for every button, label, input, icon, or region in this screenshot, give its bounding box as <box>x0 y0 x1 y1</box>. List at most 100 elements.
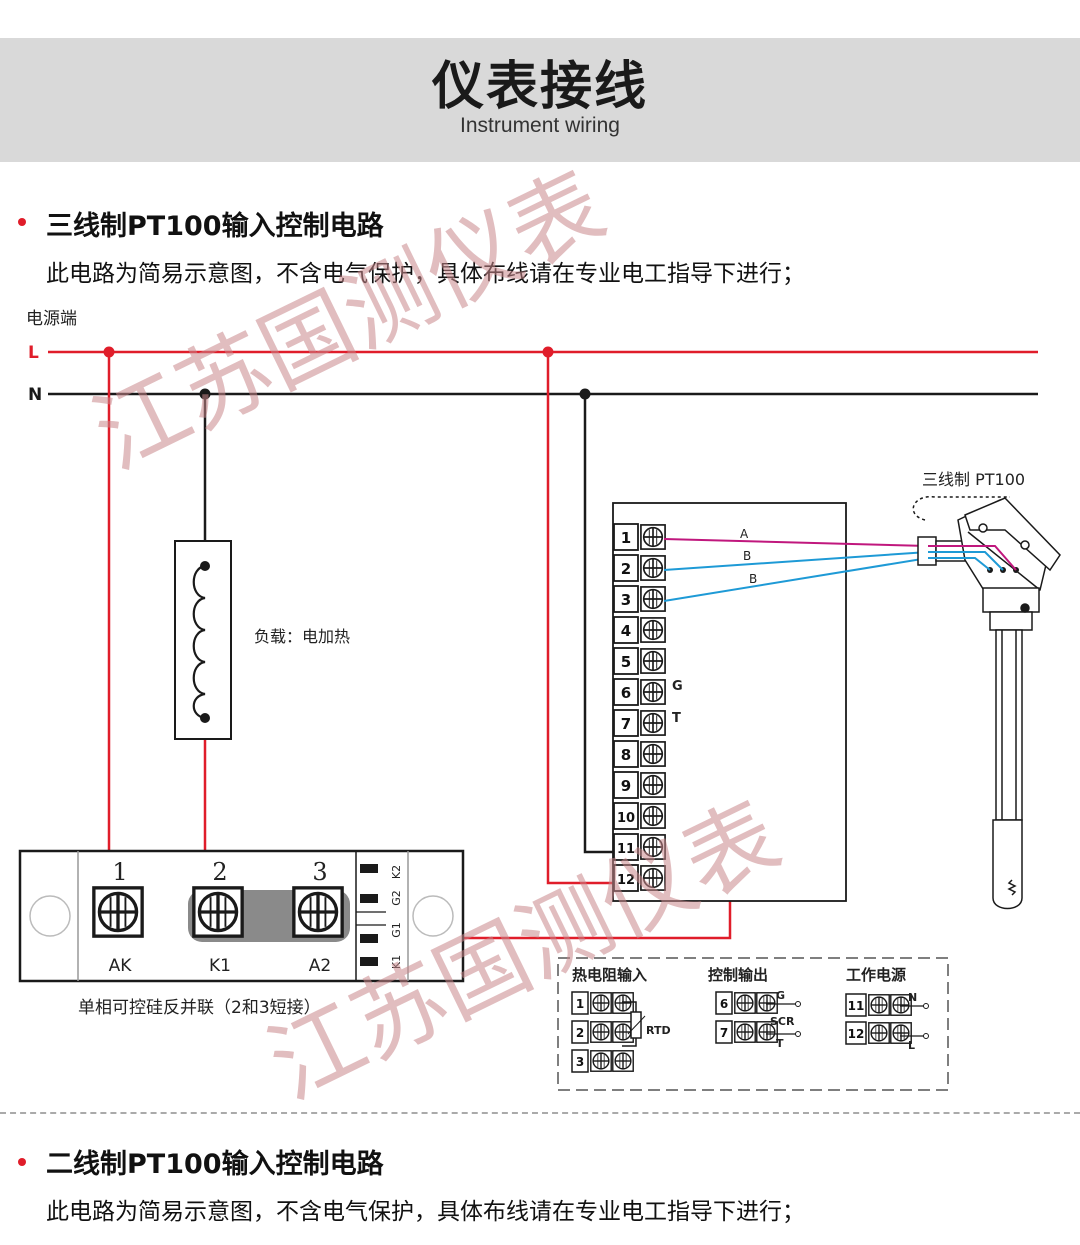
watermark-upper: 江苏国测仪表 <box>78 152 621 490</box>
controller-terminal-screw-5 <box>640 648 666 674</box>
legend-rtd-wire <box>622 1038 637 1047</box>
scr-number-2: 2 <box>212 858 227 886</box>
sensor-internal-wire-b1 <box>928 551 1004 571</box>
section2-desc: 此电路为简易示意图，不含电气保护，具体布线请在专业电工指导下进行； <box>46 1199 805 1225</box>
sensor-wire-a <box>663 538 929 547</box>
power-label: 电源端 <box>26 309 77 329</box>
controller-terminal-number-box <box>613 678 639 706</box>
scr-side-k2: K2 <box>390 865 403 879</box>
legend-title-rtd: 热电阻输入 <box>572 966 647 984</box>
legend-terminal-number-box <box>845 993 867 1017</box>
legend-power-l: L <box>908 1039 915 1052</box>
bullet-icon <box>18 1158 26 1166</box>
controller-t-label: T <box>672 711 681 726</box>
controller-terminal-number-8: 8 <box>621 746 631 764</box>
scr-side-k1: K1 <box>390 955 403 969</box>
controller-terminal-screw-8 <box>640 741 666 767</box>
legend-title-power: 工作电源 <box>846 966 906 984</box>
legend-terminal-screw-3 <box>612 1050 634 1072</box>
legend-terminal-screw-12 <box>868 1022 890 1044</box>
legend-power-n: N <box>908 991 917 1004</box>
wire-label-b1: B <box>743 549 751 563</box>
controller-terminal-number-box <box>613 523 639 551</box>
legend-rtd-arrow <box>627 1015 646 1035</box>
legend-terminal-screw-6 <box>756 992 778 1014</box>
controller-terminal-number-10: 10 <box>617 811 635 826</box>
page-title: 仪表接线 <box>431 57 648 117</box>
junction-dot <box>200 561 210 571</box>
scr-label-k1: K1 <box>209 956 231 976</box>
scr-side-g1: G1 <box>390 922 403 938</box>
terminal-ring-icon <box>923 1003 929 1009</box>
section1-desc: 此电路为简易示意图，不含电气保护，具体布线请在专业电工指导下进行； <box>46 261 805 287</box>
scr-terminal-ak <box>92 886 144 938</box>
scr-label-ak: AK <box>109 956 133 976</box>
junction-dot <box>579 388 591 400</box>
legend-terminal-number-3: 3 <box>576 1055 584 1069</box>
scr-terminal-a2 <box>292 886 344 938</box>
controller-terminal-number-box <box>613 585 639 613</box>
legend-terminal-number-box <box>715 1020 733 1044</box>
legend-rtd-label: RTD <box>646 1024 671 1037</box>
controller-terminal-number-box <box>613 709 639 737</box>
controller-terminal-screw-9 <box>640 772 666 798</box>
controller-terminal-number-7: 7 <box>621 715 631 733</box>
scr-number-3: 3 <box>312 858 327 886</box>
controller-terminal-screw-4 <box>640 617 666 643</box>
sensor-title: 三线制 PT100 <box>922 470 1025 489</box>
controller-terminal-number-box <box>613 647 639 675</box>
wire-label-b2: B <box>749 572 757 586</box>
legend-terminal-screw-3 <box>590 1050 612 1072</box>
legend-terminal-number-box <box>571 991 589 1015</box>
controller-terminal-number-3: 3 <box>621 591 631 609</box>
terminal-ring-icon <box>795 1001 801 1007</box>
sensor-wire-b2 <box>663 557 929 602</box>
controller-terminal-screw-6 <box>640 679 666 705</box>
bullet-icon <box>18 218 26 226</box>
sensor-internal-wire-b2 <box>928 557 991 571</box>
legend-rtd-wire <box>622 1001 637 1012</box>
controller-terminal-screw-7 <box>640 710 666 736</box>
scr-terminal-k1 <box>192 886 244 938</box>
controller-terminal-number-1: 1 <box>621 529 631 547</box>
legend-box <box>557 957 949 1091</box>
scr-caption: 单相可控硅反并联（2和3短接） <box>78 998 321 1018</box>
load-box <box>174 540 232 740</box>
legend-terminal-number-11: 11 <box>848 999 865 1013</box>
legend-terminal-number-2: 2 <box>576 1026 584 1040</box>
legend-output-g: G <box>776 989 785 1002</box>
controller-terminal-number-box <box>613 740 639 768</box>
sensor-wire-b1 <box>663 551 929 571</box>
controller-terminal-number-box <box>613 771 639 799</box>
section1-title: 三线制PT100输入控制电路 <box>46 211 384 242</box>
legend-terminal-screw-11 <box>868 994 890 1016</box>
legend-terminal-screw-2 <box>590 1021 612 1043</box>
legend-terminal-number-box <box>715 991 733 1015</box>
section-divider <box>0 1112 1080 1114</box>
legend-terminal-screw-1 <box>612 992 634 1014</box>
controller-terminal-number-box <box>613 833 639 861</box>
legend-terminal-number-box <box>845 1021 867 1045</box>
n-label: N <box>28 385 42 405</box>
controller-terminal-number-box <box>613 616 639 644</box>
legend-output-t: T <box>776 1037 784 1050</box>
legend-terminal-screw-6 <box>734 992 756 1014</box>
sensor-internal-wire-a <box>928 545 1017 571</box>
scr-number-1: 1 <box>112 858 127 886</box>
controller-terminal-number-11: 11 <box>617 842 635 857</box>
controller-terminal-number-box <box>613 554 639 582</box>
controller-terminal-number-5: 5 <box>621 653 631 671</box>
junction-dot <box>200 713 210 723</box>
legend-terminal-screw-7 <box>734 1021 756 1043</box>
load-label: 负载：电加热 <box>254 627 350 646</box>
controller-terminal-screw-3 <box>640 586 666 612</box>
junction-dot <box>542 346 554 358</box>
legend-terminal-number-7: 7 <box>720 1026 728 1040</box>
controller-terminal-number-9: 9 <box>621 777 631 795</box>
controller-terminal-number-12: 12 <box>617 873 635 888</box>
wire-label-a: A <box>740 527 749 541</box>
l-label: L <box>28 343 39 363</box>
legend-terminal-number-1: 1 <box>576 997 584 1011</box>
legend-terminal-number-12: 12 <box>848 1027 865 1041</box>
